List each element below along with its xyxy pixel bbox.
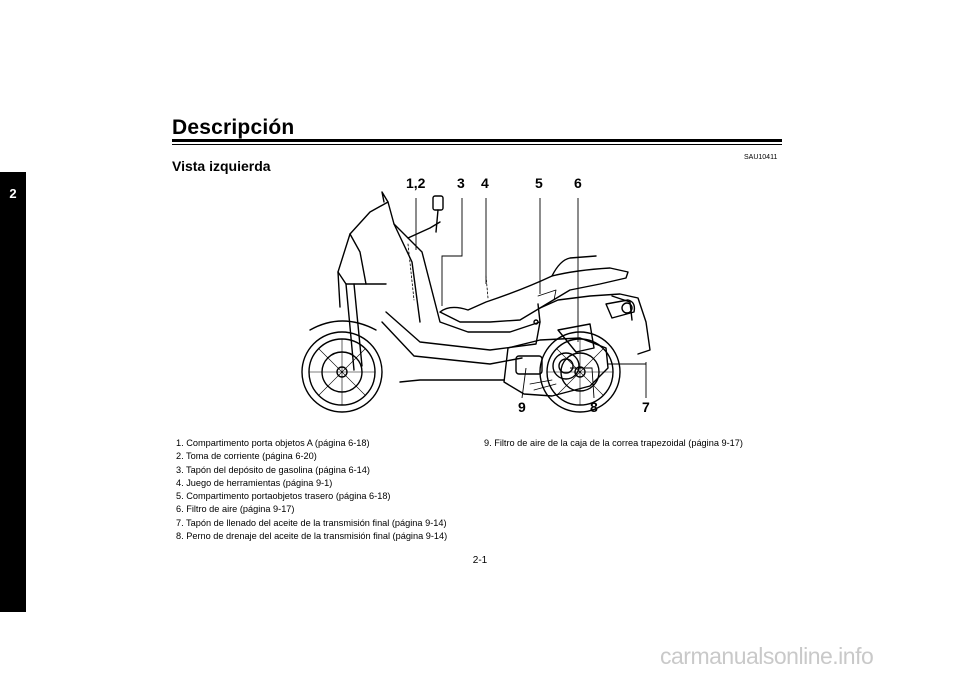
air-filter-box [515,355,543,375]
callout-5: 5 [535,175,543,191]
section-code: SAU10411 [744,154,778,161]
list-item: 5. Compartimento portaobjetos trasero (p… [176,491,391,502]
rear-body [539,293,651,355]
leader-8 [570,367,595,399]
watermark-text: carmanualsonline.info [660,643,874,669]
leader-7 [608,362,647,398]
front-fender [309,320,377,331]
rear-wheel [539,331,621,413]
callout-3: 3 [457,175,465,191]
footboard [385,311,541,351]
callout-8: 8 [590,399,598,415]
muffler [605,299,636,319]
leader-3 [441,198,463,306]
list-item: 1. Compartimento porta objetos A (página… [176,438,370,448]
list-item: 4. Juego de herramientas (página 9-1) [176,477,333,488]
list-item: 2. Toma de corriente (página 6-20) [176,451,317,462]
list-item: 8. Perno de drenaje del aceite de la tra… [176,531,448,542]
title-rule-thick [172,139,782,142]
callout-9: 9 [518,399,526,415]
page-title: Descripción [172,116,295,139]
callout-4: 4 [481,175,489,191]
parts-list-left: 1. Compartimento porta objetos A (página… [176,437,447,543]
scooter-left-view-diagram: 1,2 3 4 5 6 7 8 9 [301,175,651,415]
transmission-case [503,337,609,397]
title-rule-thin [172,144,782,145]
air-filter [557,323,595,353]
section-subtitle: Vista izquierda [172,158,271,174]
front-fork [345,283,363,371]
list-item: 6. Filtro de aire (página 9-17) [176,504,295,515]
list-item: 9. Filtro de aire de la caja de la corre… [484,438,743,448]
front-body [337,201,541,333]
callout-1-2: 1,2 [406,175,426,191]
callout-7: 7 [642,399,650,415]
page-number: 2-1 [472,555,488,566]
mirror [432,195,444,211]
list-item: 7. Tapón de llenado del aceite de la tra… [176,517,447,528]
underbody [399,379,505,383]
handlebar [407,221,441,239]
parts-list-right: 9. Filtro de aire de la caja de la corre… [484,437,743,450]
section-tab-number: 2 [9,186,17,201]
callout-6: 6 [574,175,582,191]
front-wheel [301,331,383,413]
seat [439,267,629,323]
leader-9 [521,367,527,399]
list-item: 3. Tapón del depósito de gasolina (págin… [176,464,370,475]
section-tab [0,172,26,612]
